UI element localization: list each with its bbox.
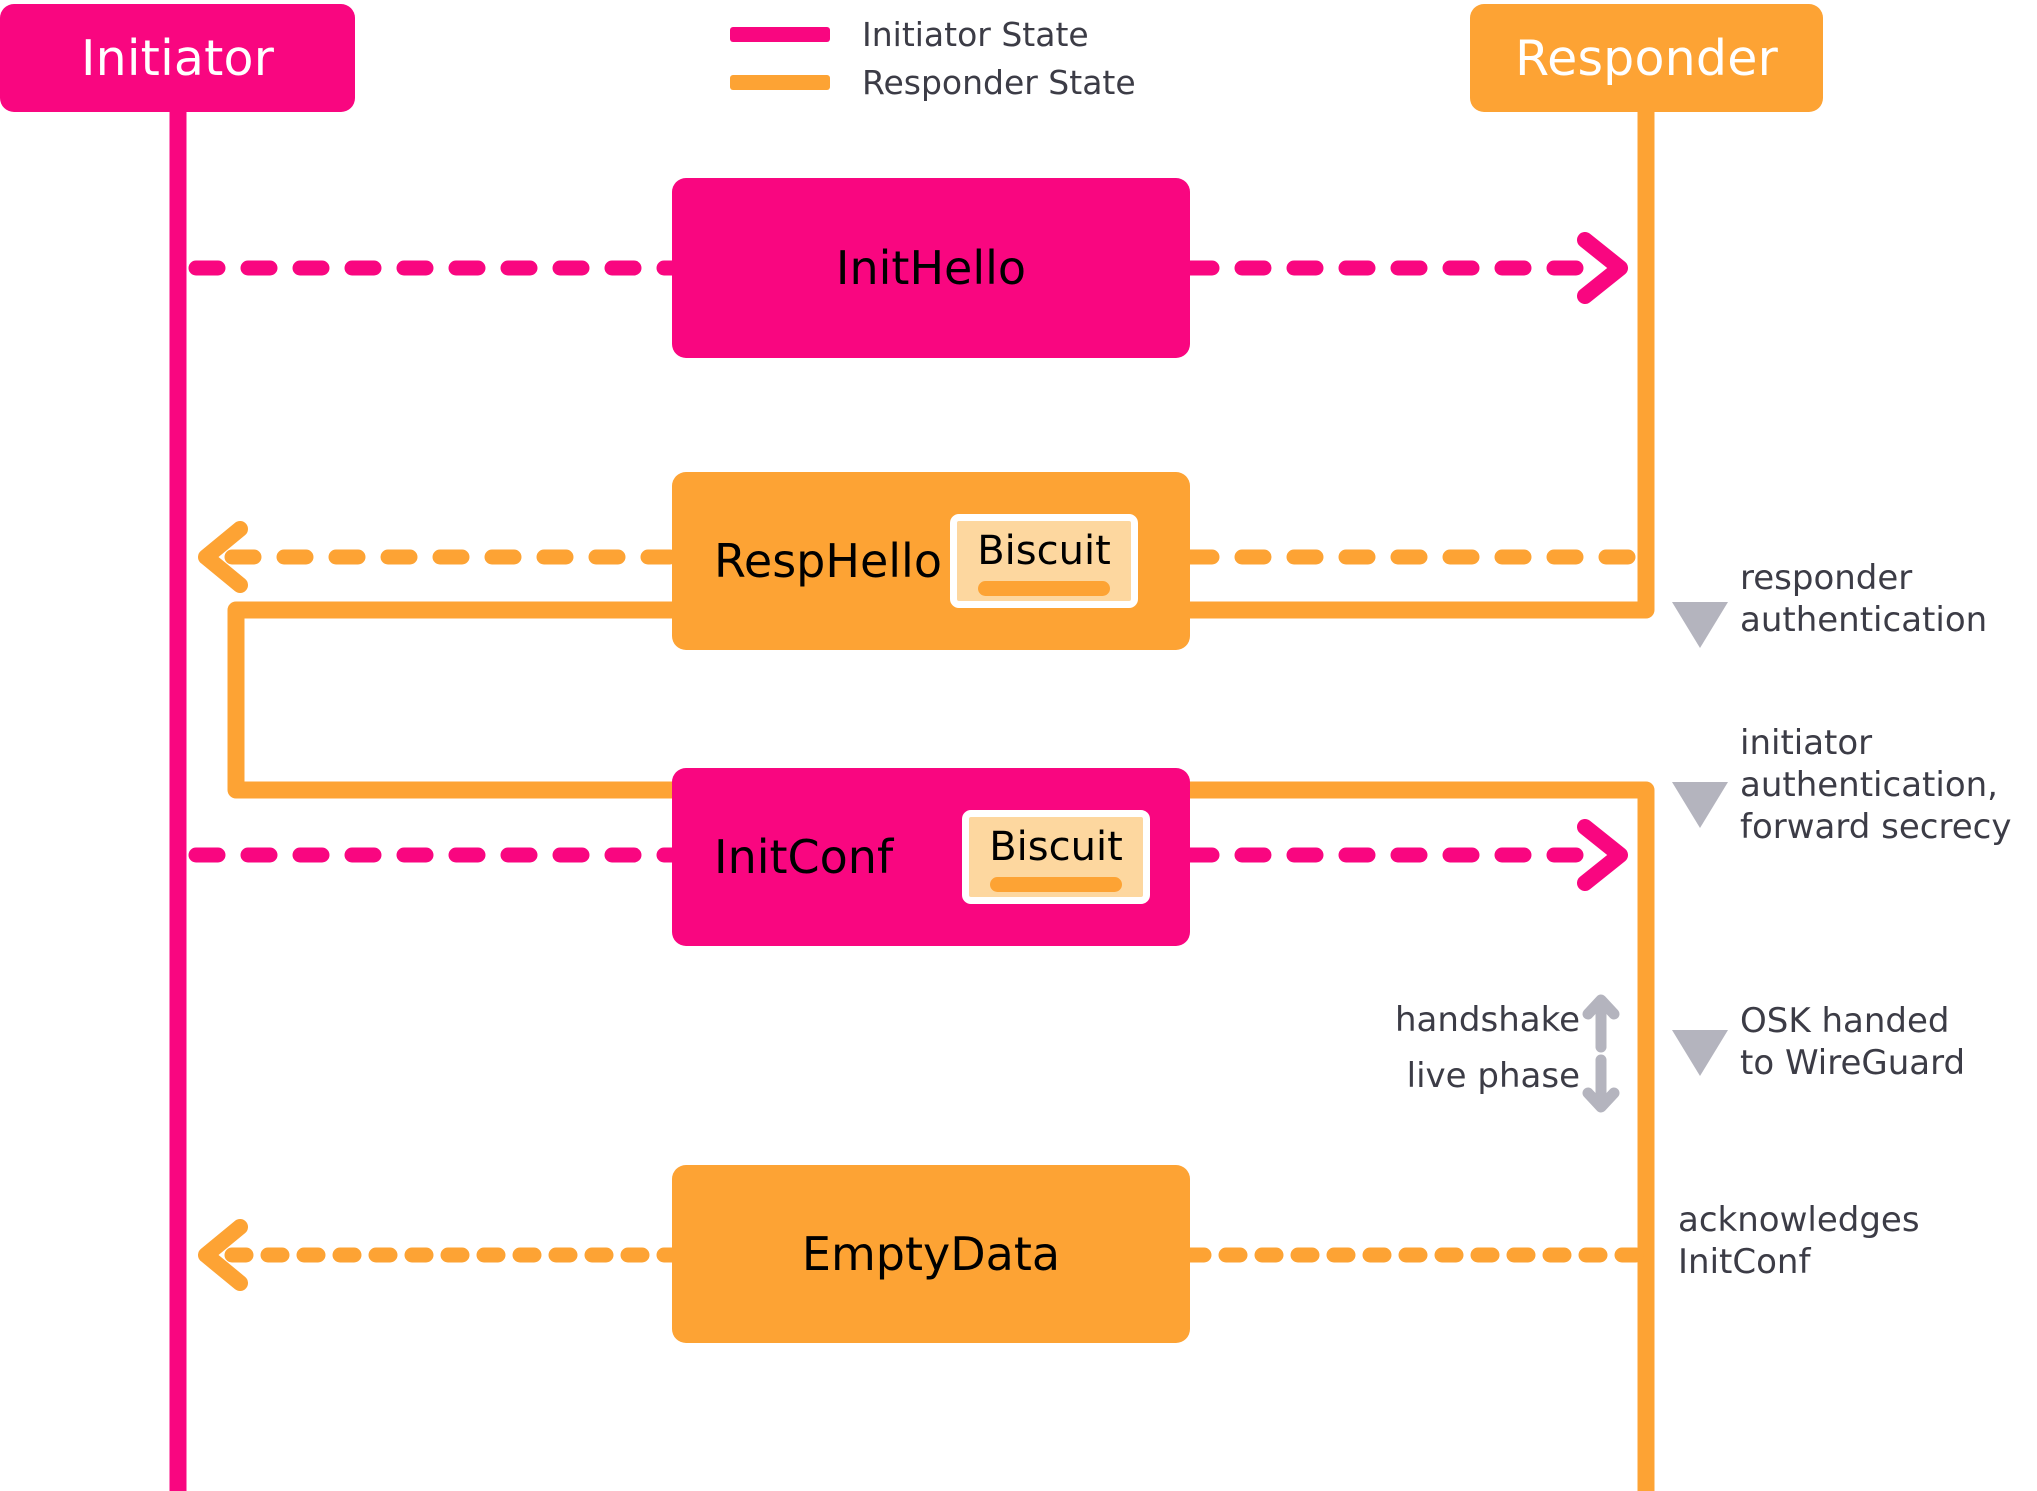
legend-item-responder-state: Responder State xyxy=(730,58,1136,106)
actor-label-initiator: Initiator xyxy=(80,29,275,87)
message-box-inithello[interactable]: InitHello xyxy=(672,178,1190,358)
message-box-emptydata[interactable]: EmptyData xyxy=(672,1165,1190,1343)
triangle-down-icon-responder-auth xyxy=(1672,602,1728,648)
annotation-responder-auth: responder authentication xyxy=(1740,558,1988,641)
message-label-emptydata: EmptyData xyxy=(801,1227,1061,1281)
arrowhead-emptydata-icon xyxy=(198,1219,248,1291)
phase-label-handshake: handshake xyxy=(1394,1000,1580,1040)
biscuit-bar-icon-initconf xyxy=(989,876,1123,892)
arrowhead-inithello-icon xyxy=(1577,232,1628,304)
annotation-initiator-auth: initiator authentication, forward secrec… xyxy=(1740,723,2012,848)
legend-label-responder-state: Responder State xyxy=(862,62,1136,102)
message-label-resphello: RespHello xyxy=(714,534,942,588)
biscuit-chip-resphello[interactable]: Biscuit xyxy=(950,514,1138,608)
message-box-initconf[interactable]: InitConf Biscuit xyxy=(672,768,1190,946)
biscuit-bar-icon-resphello xyxy=(977,580,1111,596)
actor-box-initiator[interactable]: Initiator xyxy=(0,4,355,112)
biscuit-label-initconf: Biscuit xyxy=(989,823,1123,870)
message-label-initconf: InitConf xyxy=(714,830,894,884)
legend: Initiator State Responder State xyxy=(730,10,1136,106)
arrowhead-initconf-icon xyxy=(1577,819,1628,891)
color-swatch-icon-responder xyxy=(730,74,830,90)
message-box-resphello[interactable]: RespHello Biscuit xyxy=(672,472,1190,650)
message-label-inithello: InitHello xyxy=(835,241,1027,295)
arrow-down-icon-live-phase xyxy=(1582,1054,1620,1113)
responder-state-loop xyxy=(227,601,680,799)
legend-label-initiator-state: Initiator State xyxy=(862,14,1089,54)
arrow-up-icon-handshake xyxy=(1582,994,1620,1053)
triangle-down-icon-osk xyxy=(1672,1030,1728,1076)
responder-lifeline-lower xyxy=(1180,781,1655,1491)
actor-box-responder[interactable]: Responder xyxy=(1470,4,1823,112)
legend-item-initiator-state: Initiator State xyxy=(730,10,1136,58)
annotation-acknowledges-initconf: acknowledges InitConf xyxy=(1678,1200,1920,1283)
triangle-down-icon-initiator-auth xyxy=(1672,782,1728,828)
actor-label-responder: Responder xyxy=(1515,29,1778,87)
arrowhead-resphello-icon xyxy=(198,521,248,593)
annotation-osk-handed: OSK handed to WireGuard xyxy=(1740,1001,1966,1084)
phase-label-live-phase: live phase xyxy=(1406,1056,1580,1096)
biscuit-chip-initconf[interactable]: Biscuit xyxy=(962,810,1150,904)
responder-lifeline-upper xyxy=(1180,95,1655,619)
biscuit-label-resphello: Biscuit xyxy=(977,527,1111,574)
color-swatch-icon-initiator xyxy=(730,26,830,42)
